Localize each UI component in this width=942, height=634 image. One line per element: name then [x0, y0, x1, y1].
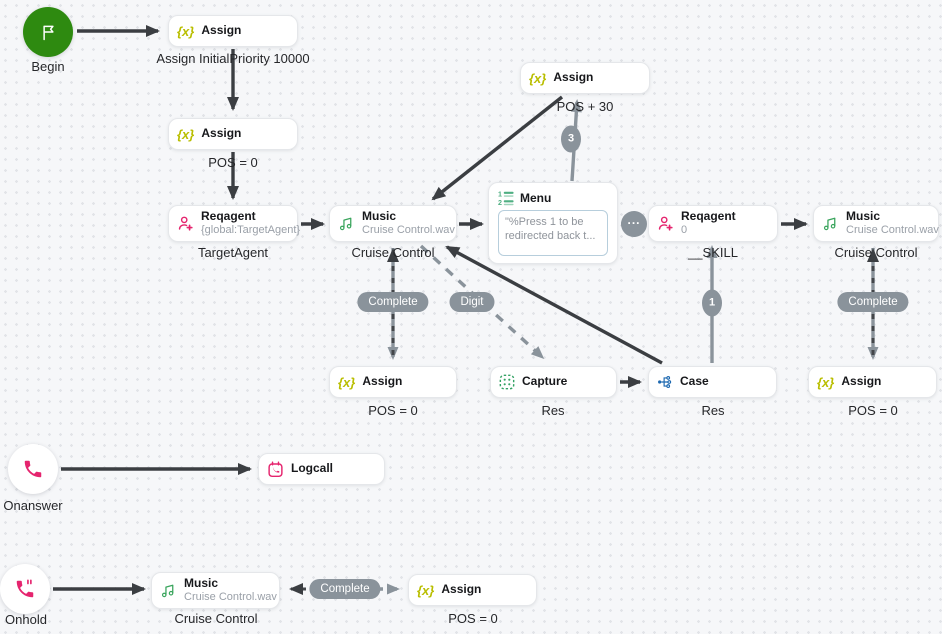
node-title: Assign [362, 374, 403, 389]
node-title: Case [680, 374, 709, 389]
edge-badge-1[interactable]: 1 [702, 289, 722, 317]
node-caption: POS = 0 [448, 611, 498, 626]
edge-badge-3[interactable]: 3 [561, 125, 581, 153]
node-title: Assign [441, 582, 482, 597]
assign-icon: {x} [529, 70, 547, 86]
node-title: Music [184, 576, 219, 591]
edge-badge-dots[interactable]: ... [621, 211, 647, 237]
node-title: Assign [201, 126, 242, 141]
onanswer-label: Onanswer [3, 498, 63, 513]
node-capture[interactable]: Capture [490, 366, 617, 398]
node-logcall[interactable]: Logcall [258, 453, 385, 485]
node-caption: __SKILL [688, 245, 738, 260]
node-title: Assign [201, 23, 242, 38]
node-assign-initialpriority[interactable]: {x} Assign [168, 15, 298, 47]
node-music-center[interactable]: Music Cruise Control.wav [329, 205, 457, 242]
node-assign-pos30[interactable]: {x} Assign [520, 62, 650, 94]
edge-badge-complete[interactable]: Complete [357, 292, 429, 312]
node-title: Capture [522, 374, 568, 389]
assign-icon: {x} [417, 582, 435, 598]
assign-icon: {x} [817, 374, 835, 390]
svg-text:2: 2 [498, 199, 502, 206]
begin-label: Begin [31, 59, 65, 74]
flag-icon [38, 22, 59, 43]
node-title: Assign [841, 374, 882, 389]
assign-icon: {x} [338, 374, 356, 390]
onhold-node[interactable] [0, 564, 50, 614]
node-caption: Res [541, 403, 565, 418]
music-icon [160, 582, 177, 599]
node-music-right[interactable]: Music Cruise Control.wav [813, 205, 939, 242]
reqagent-icon [177, 215, 194, 232]
node-subtitle: Cruise Control.wav [362, 224, 455, 237]
edge-badge-digit[interactable]: Digit [449, 292, 495, 312]
menu-icon: 1 2 [498, 190, 514, 206]
case-icon [657, 374, 673, 390]
phone-hold-icon [14, 578, 36, 600]
phone-icon [22, 458, 44, 480]
node-assign-pos0-mid[interactable]: {x} Assign [329, 366, 457, 398]
node-caption: Cruise Control [834, 245, 918, 260]
node-caption: Assign InitialPriority 10000 [156, 51, 310, 66]
node-caption: POS = 0 [848, 403, 898, 418]
node-subtitle: Cruise Control.wav [184, 591, 277, 604]
node-title: Reqagent [681, 209, 736, 224]
node-assign-pos0-right[interactable]: {x} Assign [808, 366, 937, 398]
assign-icon: {x} [177, 23, 195, 39]
node-menu[interactable]: 1 2 Menu "%Press 1 to be redirected back… [488, 182, 618, 264]
svg-text:1: 1 [498, 191, 502, 199]
node-subtitle: 0 [681, 224, 688, 237]
node-reqagent-targetagent[interactable]: Reqagent {global:TargetAgent} [168, 205, 301, 242]
begin-node[interactable] [23, 7, 73, 57]
node-subtitle: {global:TargetAgent} [201, 224, 301, 237]
node-assign-pos0-bottom[interactable]: {x} Assign [408, 574, 537, 606]
node-caption: POS + 30 [556, 99, 614, 114]
edge-badge-complete[interactable]: Complete [309, 579, 381, 599]
node-caption: TargetAgent [197, 245, 269, 260]
music-icon [338, 215, 355, 232]
edge-music1-capture-digit [419, 244, 545, 360]
node-title: Menu [520, 191, 552, 205]
onanswer-node[interactable] [8, 444, 58, 494]
capture-icon [499, 374, 515, 390]
node-caption: Cruise Control [174, 611, 258, 626]
logcall-icon [267, 461, 284, 478]
node-caption: Res [701, 403, 725, 418]
reqagent-icon [657, 215, 674, 232]
music-icon [822, 215, 839, 232]
edge-case-music1 [445, 245, 663, 365]
node-caption: POS = 0 [208, 155, 258, 170]
onhold-label: Onhold [5, 612, 47, 627]
menu-prompt[interactable]: "%Press 1 to be redirected back t... [498, 210, 608, 256]
node-title: Reqagent [201, 209, 256, 224]
node-caption: POS = 0 [368, 403, 418, 418]
edge-assign3-music1 [431, 95, 564, 201]
node-subtitle: Cruise Control.wav [846, 224, 939, 237]
node-title: Music [846, 209, 881, 224]
node-reqagent-skill[interactable]: Reqagent 0 [648, 205, 778, 242]
edge-badge-complete[interactable]: Complete [837, 292, 909, 312]
node-caption: Cruise Control [351, 245, 435, 260]
node-assign-pos0-top[interactable]: {x} Assign [168, 118, 298, 150]
assign-icon: {x} [177, 126, 195, 142]
node-title: Music [362, 209, 397, 224]
node-title: Logcall [291, 461, 334, 476]
node-case[interactable]: Case [648, 366, 777, 398]
node-music-bottom[interactable]: Music Cruise Control.wav [151, 572, 280, 609]
node-title: Assign [553, 70, 594, 85]
